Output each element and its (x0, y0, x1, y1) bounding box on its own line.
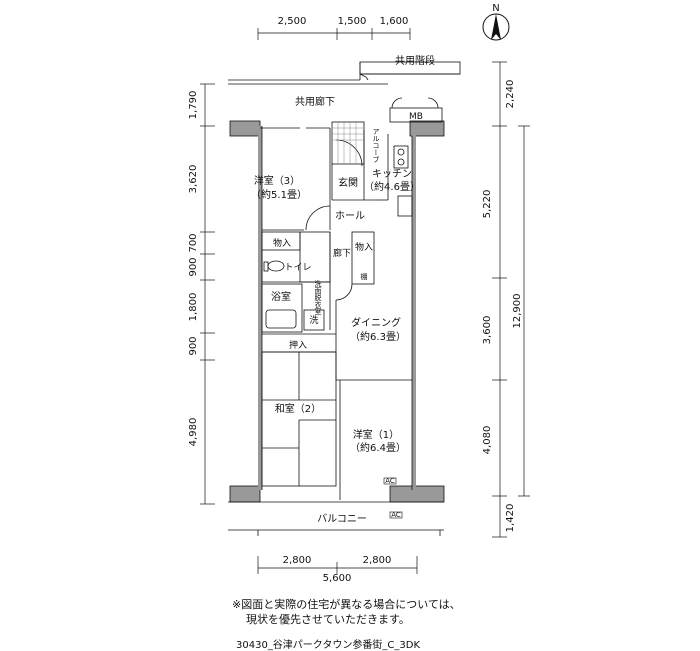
dim-bottom-1: 2,800 (283, 555, 312, 566)
top-dimension (257, 28, 411, 40)
kitchen-name: キッチン (372, 168, 412, 180)
corridor-label: 共用廊下 (295, 95, 335, 108)
file-name: 30430_谷津パークタウン参番街_C_3DK (236, 640, 421, 651)
alcove-label: アルコーブ (372, 128, 380, 163)
dim-right-2: 5,220 (482, 190, 493, 219)
alcove-tile (332, 122, 364, 164)
north-label: N (492, 3, 499, 14)
washroom-label: 洗面脱衣室 (314, 279, 322, 315)
dim-bottom-total: 5,600 (323, 573, 352, 584)
hallway-label: 廊下 (333, 247, 351, 259)
dining-size: （約6.3畳） (350, 330, 406, 343)
shoe-label: 棚 (361, 272, 368, 281)
common-area (228, 61, 461, 85)
room3-size: （約5.1畳） (251, 188, 307, 201)
dim-left-2: 3,620 (188, 165, 199, 194)
dim-right-total: 12,900 (512, 294, 523, 329)
washitsu-label: 和室（2） (275, 402, 321, 415)
disclaimer-line-2: 現状を優先させていただきます。 (246, 613, 410, 626)
bottom-dimension (257, 556, 418, 574)
dim-bottom-2: 2,800 (363, 555, 392, 566)
interior-lines (228, 97, 444, 536)
dim-right-4: 4,080 (482, 426, 493, 455)
dining-name: ダイニング (351, 316, 401, 329)
dim-right-3: 3,600 (482, 316, 493, 345)
stairs-label: 共用階段 (395, 54, 435, 67)
mb-label: MB (409, 112, 423, 122)
closet-label: 押入 (289, 339, 307, 351)
dim-left-1: 1,790 (188, 91, 199, 120)
dim-left-4: 900 (188, 257, 199, 276)
balcony-label: バルコニー (317, 513, 367, 525)
dim-left-5: 1,800 (188, 293, 199, 322)
ac2-label: AC (391, 511, 401, 519)
right-dimension (492, 61, 530, 538)
ac-unit-2: AC (389, 511, 403, 519)
washer-label: 洗 (309, 314, 318, 326)
room1-size: （約6.4畳） (350, 441, 406, 454)
storage1-label: 物入 (273, 237, 291, 249)
dim-top-3: 1,600 (380, 16, 409, 27)
dim-right-5: 1,420 (505, 504, 516, 533)
hall-label: ホール (335, 210, 365, 222)
dim-top-2: 1,500 (338, 16, 367, 27)
kitchen-size: （約4.6畳） (364, 180, 420, 193)
room3-name: 洋室（3） (254, 174, 300, 187)
dim-right-1: 2,240 (505, 80, 516, 109)
left-dimension (200, 83, 215, 505)
ac1-label: AC (385, 477, 395, 485)
walls (229, 120, 445, 503)
disclaimer-line-1: ※図面と実際の住宅が異なる場合については、 (232, 598, 461, 611)
compass: N (482, 3, 510, 41)
room1-name: 洋室（1） (353, 428, 399, 441)
toilet-label: トイレ (284, 263, 311, 273)
dim-left-3: 700 (188, 233, 199, 252)
dim-top-1: 2,500 (278, 16, 307, 27)
bath-label: 浴室 (271, 290, 291, 303)
ac-unit-1: AC (383, 477, 397, 485)
dim-left-7: 4,980 (188, 418, 199, 447)
dim-left-6: 900 (188, 336, 199, 355)
toilet-icon (263, 260, 285, 272)
storage2-label: 物入 (355, 241, 373, 253)
entrance-label: 玄関 (338, 176, 358, 189)
